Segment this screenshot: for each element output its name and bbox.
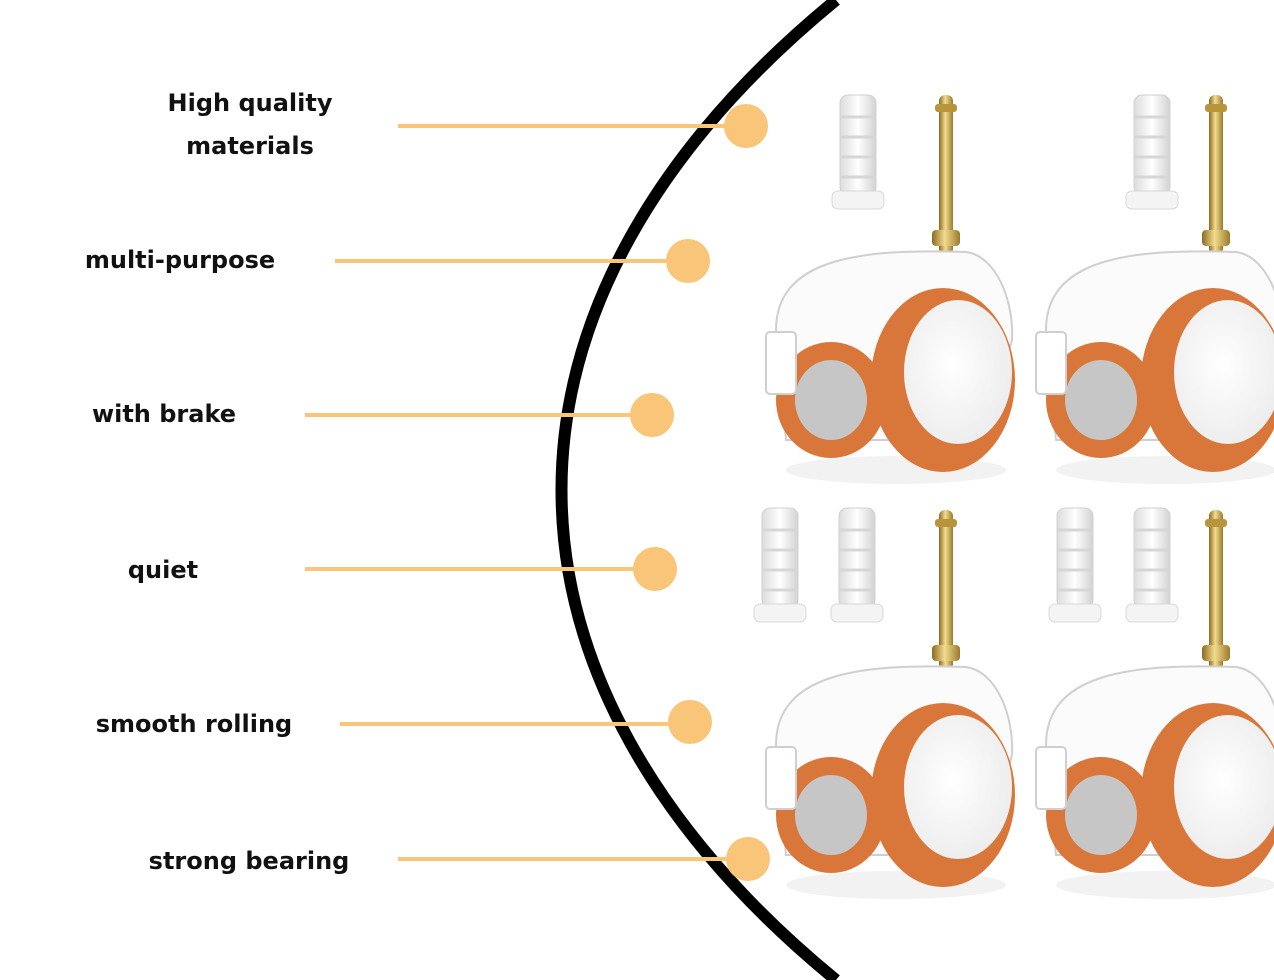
leader-dot	[630, 393, 674, 437]
plug-icon	[830, 507, 884, 623]
leader-line	[305, 567, 656, 571]
plug-icon	[753, 507, 807, 623]
plug-icon	[1125, 94, 1179, 210]
leader-dot	[666, 239, 710, 283]
leader-line	[305, 413, 653, 417]
leader-dot	[724, 104, 768, 148]
plug-icon	[831, 94, 885, 210]
feature-label-high-quality-materials: High quality materials	[140, 82, 360, 168]
leader-line	[340, 722, 692, 726]
feature-label-strong-bearing: strong bearing	[139, 840, 359, 883]
feature-label-line: strong bearing	[148, 847, 350, 875]
leader-line	[398, 124, 746, 128]
feature-label-line: materials	[186, 132, 314, 160]
caster-wheel-icon	[1035, 95, 1274, 484]
feature-label-smooth-rolling: smooth rolling	[84, 703, 304, 746]
feature-label-line: smooth rolling	[95, 710, 293, 738]
feature-label-multi-purpose: multi-purpose	[70, 239, 290, 282]
caster-wheel-icon	[765, 510, 1015, 899]
caster-wheel-icon	[1035, 510, 1274, 899]
leader-line	[335, 259, 689, 263]
feature-label-line: quiet	[127, 556, 199, 584]
feature-label-line: with brake	[91, 400, 237, 428]
curved-divider-arc	[555, 0, 840, 980]
feature-label-line: multi-purpose	[84, 246, 276, 274]
plug-icon	[1048, 507, 1102, 623]
feature-label-with-brake: with brake	[54, 393, 274, 436]
caster-wheel-icon	[765, 95, 1015, 484]
feature-label-line: High quality	[167, 89, 333, 117]
plug-icon	[1125, 507, 1179, 623]
leader-dot	[726, 837, 770, 881]
leader-line	[398, 857, 748, 861]
leader-dot	[633, 547, 677, 591]
feature-label-quiet: quiet	[53, 549, 273, 592]
leader-dot	[668, 700, 712, 744]
